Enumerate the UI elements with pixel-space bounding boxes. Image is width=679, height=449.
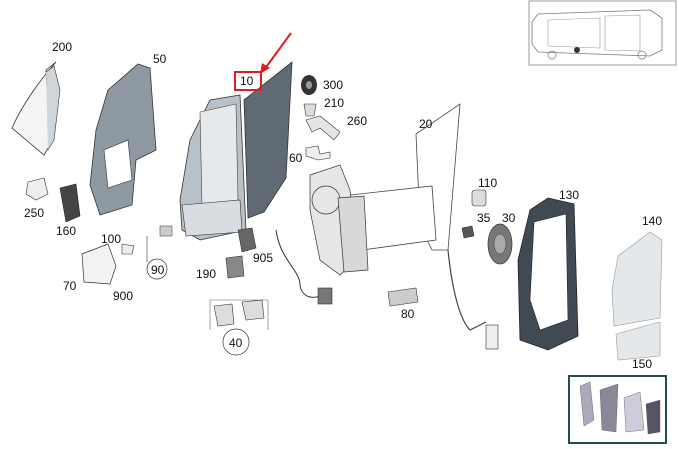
part-40-group[interactable]	[209, 299, 269, 356]
label-40: 40	[229, 336, 243, 350]
label-80: 80	[401, 307, 415, 321]
part-160-shape[interactable]	[59, 183, 81, 223]
label-100: 100	[101, 232, 122, 246]
label-20: 20	[419, 117, 433, 131]
part-100-shape[interactable]	[121, 243, 135, 255]
label-140: 140	[642, 214, 663, 228]
part-90-shape[interactable]	[146, 225, 173, 280]
part-300-shape[interactable]	[301, 75, 317, 95]
part-260-shape[interactable]	[305, 115, 341, 141]
label-10: 10	[240, 74, 254, 88]
part-200-shape[interactable]	[11, 61, 61, 156]
part-35-shape[interactable]	[461, 225, 475, 239]
part-50-shape[interactable]	[89, 63, 157, 216]
label-50: 50	[153, 52, 167, 66]
part-30-shape[interactable]	[487, 223, 513, 265]
part-210-shape[interactable]	[303, 103, 317, 117]
label-160: 160	[56, 224, 77, 238]
part-60-shape[interactable]	[305, 145, 331, 161]
label-190: 190	[196, 267, 217, 281]
label-90: 90	[151, 263, 165, 277]
label-70: 70	[63, 279, 77, 293]
overview-thumbnail[interactable]	[568, 375, 667, 444]
part-130-shape[interactable]	[517, 197, 579, 351]
part-10-shape[interactable]	[179, 61, 333, 305]
part-110-shape[interactable]	[471, 189, 487, 207]
part-150-shape[interactable]	[615, 321, 661, 361]
label-30: 30	[502, 211, 516, 225]
label-200: 200	[52, 40, 73, 54]
part-140-shape[interactable]	[611, 231, 663, 327]
label-35: 35	[477, 211, 491, 225]
part-250-shape[interactable]	[25, 177, 49, 201]
label-60: 60	[289, 151, 303, 165]
label-905: 905	[253, 251, 274, 265]
highlighted-part-box[interactable]: 10	[234, 71, 262, 91]
label-260: 260	[347, 114, 368, 128]
vehicle-locator-thumbnail[interactable]	[528, 0, 677, 66]
part-190-905-shape[interactable]	[225, 227, 257, 279]
label-300: 300	[323, 78, 344, 92]
label-250: 250	[24, 206, 45, 220]
highlight-arrow	[260, 32, 292, 74]
label-130: 130	[559, 188, 580, 202]
label-210: 210	[324, 96, 345, 110]
label-150: 150	[632, 357, 653, 371]
part-80-shape[interactable]	[387, 287, 419, 307]
part-70-shape[interactable]	[81, 243, 117, 285]
label-110: 110	[478, 176, 498, 190]
label-900: 900	[113, 289, 134, 303]
part-20-shape[interactable]	[309, 103, 499, 350]
